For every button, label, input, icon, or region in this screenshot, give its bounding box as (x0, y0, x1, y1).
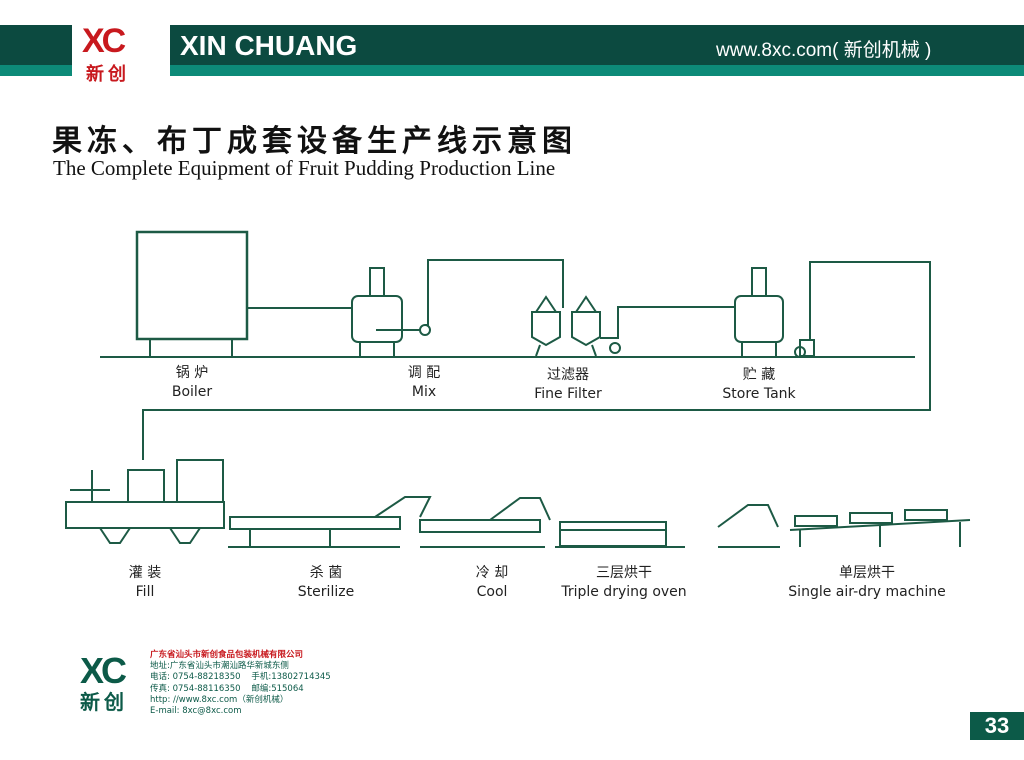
label-cn: 锅 炉 (175, 365, 209, 381)
logo-letters: XC (82, 22, 126, 60)
header-url[interactable]: www.8xc.com( 新创机械 ) (716, 40, 932, 61)
page-title-en: The Complete Equipment of Fruit Pudding … (53, 156, 556, 180)
label-fine-filter: 过滤器 Fine Filter (534, 366, 602, 404)
label-cn: 冷 却 (475, 565, 509, 581)
label-en: Mix (411, 384, 437, 400)
email-link[interactable]: E-mail: 8xc@8xc.com (150, 706, 242, 717)
boiler-icon (135, 230, 249, 356)
label-en: Boiler (171, 384, 213, 400)
triple-oven-icon (555, 521, 685, 548)
pipe-mix-filter (425, 259, 564, 326)
footer-logo: XC 新创 (80, 650, 150, 714)
page-number: 33 (970, 712, 1024, 740)
header-stripe (0, 65, 1024, 76)
label-en: Fill (135, 584, 155, 600)
label-en: Sterilize (297, 584, 355, 600)
store-tank-icon (734, 267, 815, 358)
label-cn: 贮 藏 (742, 367, 776, 383)
company-name: 广东省汕头市新创食品包装机械有限公司 (150, 650, 304, 660)
address: 地址:广东省汕头市潮汕路华新城东侧 (150, 661, 289, 672)
label-cn: 单层烘干 (838, 565, 895, 581)
label-en: Cool (476, 584, 508, 600)
mix-tank-icon (351, 267, 431, 356)
mobile: 手机:13802714345 (251, 672, 331, 683)
label-cn: 杀 菌 (309, 565, 343, 581)
label-cn: 调 配 (407, 365, 441, 381)
brand-logo: XC 新创 (72, 22, 170, 85)
label-en: Store Tank (722, 386, 796, 402)
footer-logo-cn: 新创 (80, 690, 128, 714)
page-title-cn: 果冻、布丁成套设备生产线示意图 (52, 124, 577, 159)
label-cn: 三层烘干 (596, 565, 652, 581)
phone: 电话: 0754-88218350 (150, 672, 241, 683)
brand-name: XIN CHUANG (180, 30, 358, 61)
label-cn: 过滤器 (546, 367, 589, 383)
logo-cn: 新创 (86, 64, 130, 85)
label-mix: 调 配 Mix (408, 364, 440, 402)
label-cool: 冷 却 Cool (476, 564, 508, 602)
label-sterilize: 杀 菌 Sterilize (298, 564, 354, 602)
fill-machine-icon (65, 459, 225, 544)
fax: 传真: 0754-88116350 (150, 683, 241, 694)
single-air-dry-icon (717, 504, 971, 548)
footer-contact: 广东省汕头市新创食品包装机械有限公司 地址:广东省汕头市潮汕路华新城东侧 电话:… (150, 650, 331, 717)
pipe-filter-tank (600, 306, 735, 339)
website-link[interactable]: http: //www.8xc.com（新创机械） (150, 694, 289, 705)
label-en: Triple drying oven (561, 584, 687, 600)
footer-logo-letters: XC (80, 650, 127, 691)
label-en: Fine Filter (534, 386, 602, 402)
filter-icon (531, 295, 621, 357)
label-fill: 灌 装 Fill (129, 564, 161, 602)
label-en: Single air-dry machine (788, 584, 946, 600)
label-store-tank: 贮 藏 Store Tank (722, 366, 795, 404)
sterilize-conveyor-icon (228, 496, 432, 548)
cool-conveyor-icon (419, 497, 551, 548)
label-single-air-dry: 单层烘干 Single air-dry machine (788, 564, 945, 602)
postcode: 邮编:515064 (251, 683, 304, 694)
pipe-tank-fill (142, 261, 931, 460)
header-band (0, 25, 1024, 65)
label-cn: 灌 装 (128, 565, 162, 581)
label-triple-oven: 三层烘干 Triple drying oven (561, 564, 686, 602)
label-boiler: 锅 炉 Boiler (172, 364, 212, 402)
